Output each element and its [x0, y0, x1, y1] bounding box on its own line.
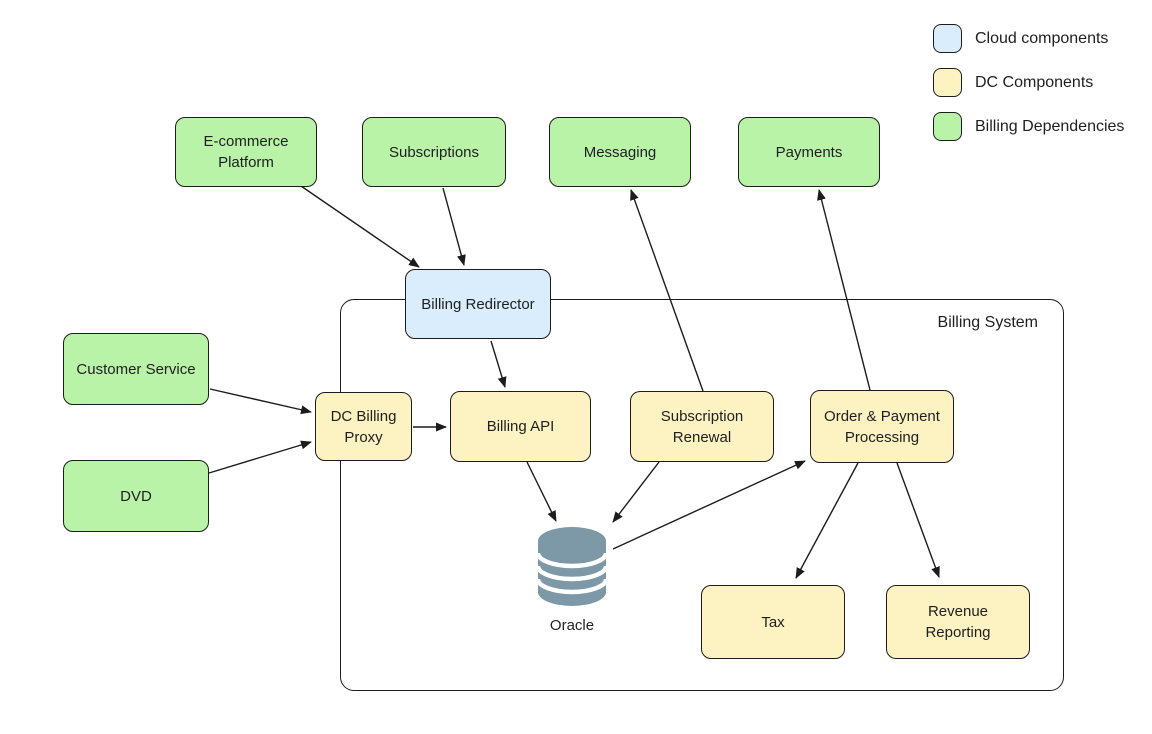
dc-components-label: DC Components — [975, 73, 1094, 91]
node-tax-label: Tax — [761, 613, 785, 631]
node-billing-redirector[interactable]: Billing Redirector — [405, 269, 551, 339]
billing-dependencies-swatch — [933, 112, 962, 141]
arrow-customer-service-to-dc-billing-proxy — [209, 388, 312, 415]
cloud-components-label: Cloud components — [975, 29, 1109, 47]
node-customer-service[interactable]: Customer Service — [63, 333, 209, 405]
node-subscriptions[interactable]: Subscriptions — [362, 117, 506, 187]
node-subscriptions-label: Subscriptions — [388, 143, 480, 161]
node-order-payment-processing-label: Order & Payment Processing — [824, 407, 940, 446]
node-tax[interactable]: Tax — [701, 585, 845, 659]
arrow-billing-api-to-oracle — [526, 461, 557, 522]
arrow-order-payment-processing-to-revenue-reporting — [896, 462, 940, 578]
arrow-subscription-renewal-to-messaging — [630, 189, 704, 392]
node-subscription-renewal[interactable]: Subscription Renewal — [630, 391, 774, 462]
node-payments[interactable]: Payments — [738, 117, 880, 187]
legend-item-cloud: Cloud components — [933, 24, 1124, 53]
oracle-label: Oracle — [549, 617, 595, 634]
billing-system-label: Billing System — [937, 314, 1038, 331]
legend: Cloud components DC Components Billing D… — [933, 24, 1124, 156]
arrow-dvd-to-dc-billing-proxy — [208, 440, 312, 474]
arrow-subscriptions-to-billing-redirector — [442, 187, 466, 266]
arrow-order-payment-processing-to-tax — [795, 462, 859, 579]
arrow-billing-redirector-to-billing-api — [490, 340, 507, 388]
node-revenue-reporting-label: Revenue Reporting — [925, 603, 991, 641]
node-customer-service-label: Customer Service — [76, 360, 196, 378]
legend-item-dc: DC Components — [933, 68, 1124, 97]
node-ecommerce-platform[interactable]: E-commerce Platform — [175, 117, 317, 187]
node-messaging[interactable]: Messaging — [549, 117, 691, 187]
database-icon — [535, 527, 609, 606]
node-messaging-label: Messaging — [583, 143, 657, 161]
node-dvd-label: DVD — [120, 487, 152, 505]
node-dc-billing-proxy-label: DC Billing Proxy — [330, 407, 397, 446]
arrow-oracle-to-order-payment-processing — [612, 460, 806, 550]
node-billing-redirector-label: Billing Redirector — [421, 295, 535, 313]
cloud-components-swatch — [933, 24, 962, 53]
node-subscription-renewal-label: Subscription Renewal — [660, 407, 744, 446]
node-dc-billing-proxy[interactable]: DC Billing Proxy — [315, 392, 412, 461]
arrow-ecommerce-to-billing-redirector — [300, 185, 420, 268]
node-payments-label: Payments — [775, 143, 843, 161]
node-billing-api[interactable]: Billing API — [450, 391, 591, 462]
node-order-payment-processing[interactable]: Order & Payment Processing — [810, 390, 954, 463]
arrow-subscription-renewal-to-oracle — [612, 461, 660, 523]
node-billing-api-label: Billing API — [486, 418, 555, 435]
dc-components-swatch — [933, 68, 962, 97]
legend-item-dependencies: Billing Dependencies — [933, 112, 1124, 141]
oracle-database[interactable]: Oracle — [535, 524, 609, 634]
billing-system-container: Billing System — [340, 299, 1064, 691]
billing-dependencies-label: Billing Dependencies — [975, 117, 1125, 135]
node-dvd[interactable]: DVD — [63, 460, 209, 532]
arrow-order-payment-processing-to-payments — [817, 189, 871, 391]
node-ecommerce-platform-label: E-commerce Platform — [203, 133, 289, 171]
node-revenue-reporting[interactable]: Revenue Reporting — [886, 585, 1030, 659]
